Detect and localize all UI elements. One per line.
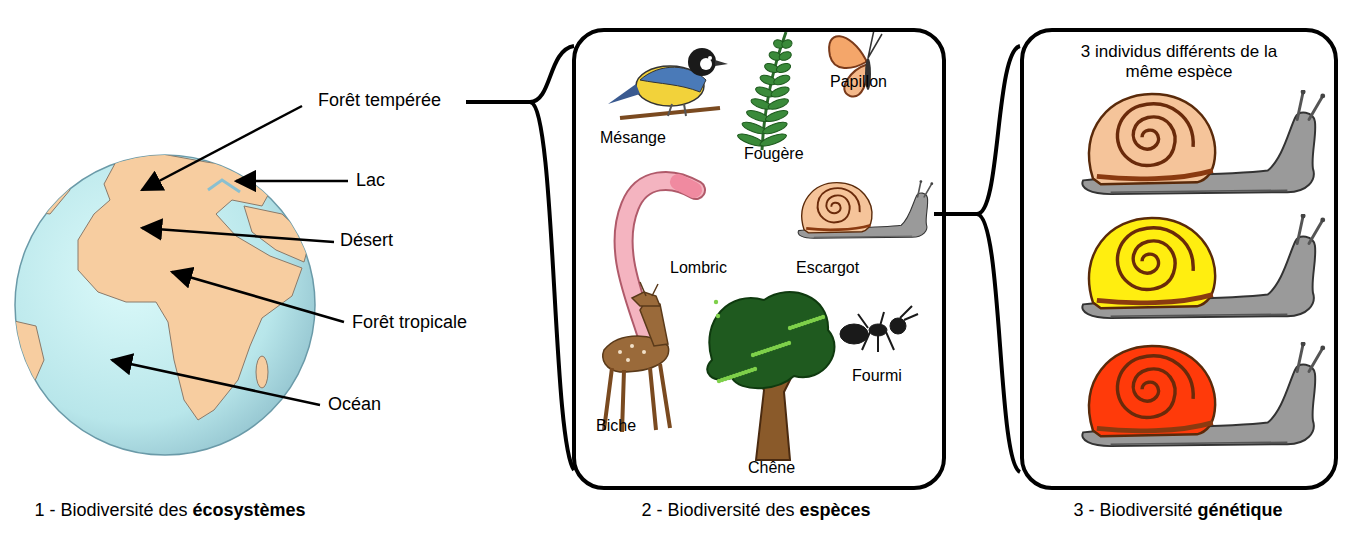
place-label: Forêt tropicale — [352, 312, 467, 334]
box-heading: 3 individus différents de la même espèce — [1059, 42, 1299, 83]
caption-keyword: espèces — [800, 500, 871, 522]
species-name: Biche — [596, 416, 636, 435]
place-label: Lac — [356, 170, 385, 192]
species-name: Papillon — [830, 72, 887, 91]
rounded-box: 3 individus différents de la même espèce — [1020, 28, 1338, 490]
place-label: Forêt tempérée — [318, 90, 441, 112]
species-name: Fougère — [744, 144, 804, 163]
species-name: Chêne — [748, 458, 795, 477]
species-name: Fourmi — [852, 366, 902, 385]
species-name: Lombric — [670, 258, 727, 277]
place-label: Désert — [340, 230, 393, 252]
caption: 2 - Biodiversité des — [641, 500, 794, 522]
caption: 3 - Biodiversité — [1073, 500, 1192, 522]
caption-keyword: génétique — [1198, 500, 1283, 522]
species-name: Escargot — [796, 258, 859, 277]
rounded-box: MésangeFougère PapillonLombric EscargotBic… — [572, 28, 946, 490]
brace-connector — [934, 46, 1020, 472]
species-name: Mésange — [600, 128, 666, 147]
caption-keyword: écosystèmes — [192, 500, 305, 522]
place-label: Océan — [328, 394, 381, 416]
caption: 1 - Biodiversité des — [34, 500, 187, 522]
